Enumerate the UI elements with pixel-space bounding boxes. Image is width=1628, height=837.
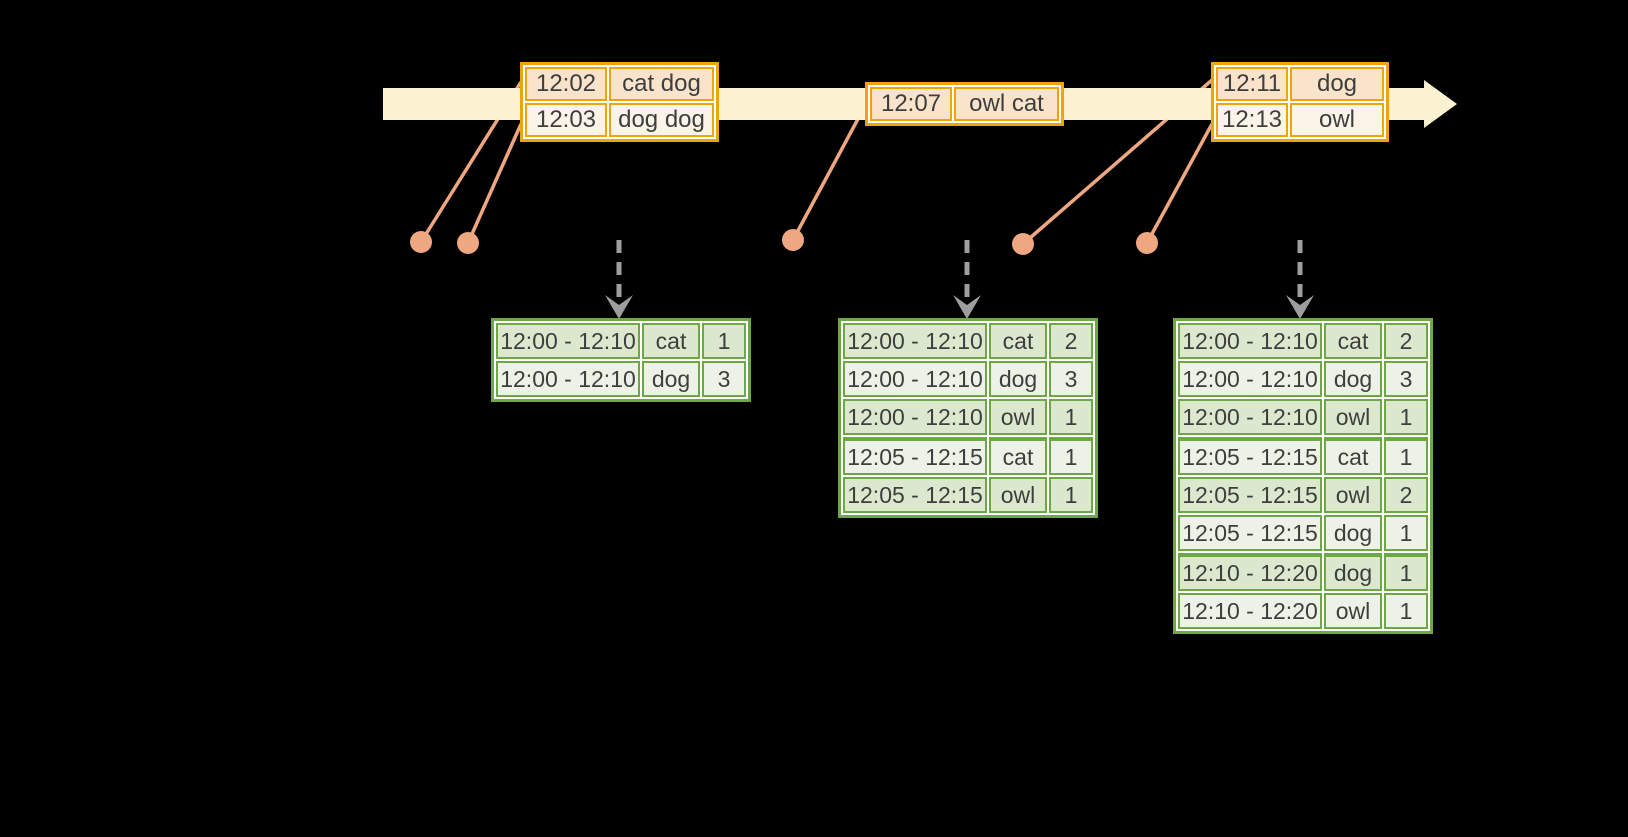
word-cell: cat [989,323,1047,359]
timeline-arrowhead-icon [1424,80,1457,128]
count-cell: 1 [1384,437,1428,475]
count-cell: 2 [1384,323,1428,359]
word-cell: cat [989,437,1047,475]
event-connector-line [791,103,868,241]
event-words-cell: cat dog [609,67,714,101]
trigger-arrowhead-icon [1286,295,1314,319]
word-cell: cat [1324,323,1382,359]
window-cell: 12:00 - 12:10 [843,323,987,359]
word-cell: dog [1324,553,1382,591]
word-cell: owl [1324,477,1382,513]
window-cell: 12:00 - 12:10 [496,361,640,397]
word-cell: cat [642,323,700,359]
word-cell: dog [642,361,700,397]
word-cell: owl [989,477,1047,513]
window-cell: 12:10 - 12:20 [1178,553,1322,591]
count-cell: 3 [1049,361,1093,397]
count-cell: 1 [1049,477,1093,513]
event-time-cell: 12:03 [525,103,607,137]
window-cell: 12:10 - 12:20 [1178,593,1322,629]
result-table-3: 12:00 - 12:10 cat 2 12:00 - 12:10 dog 3 … [1173,318,1433,634]
window-cell: 12:05 - 12:15 [843,477,987,513]
count-cell: 3 [1384,361,1428,397]
count-cell: 1 [702,323,746,359]
event-dot-icon [1012,233,1034,255]
event-words-cell: dog dog [609,103,714,137]
window-cell: 12:05 - 12:15 [1178,515,1322,551]
count-cell: 1 [1049,399,1093,435]
word-cell: dog [1324,361,1382,397]
window-cell: 12:00 - 12:10 [843,399,987,435]
event-time-cell: 12:07 [870,87,952,121]
window-cell: 12:00 - 12:10 [1178,399,1322,435]
count-cell: 3 [702,361,746,397]
event-time-cell: 12:11 [1216,67,1288,101]
window-cell: 12:00 - 12:10 [1178,323,1322,359]
word-cell: owl [1324,593,1382,629]
window-cell: 12:05 - 12:15 [1178,437,1322,475]
event-words-cell: dog [1290,67,1384,101]
event-connector-line [1145,123,1214,244]
event-connector-line [466,123,523,244]
event-words-cell: owl [1290,103,1384,137]
count-cell: 1 [1384,593,1428,629]
count-cell: 1 [1384,553,1428,591]
event-dot-icon [782,229,804,251]
window-cell: 12:00 - 12:10 [496,323,640,359]
trigger-arrowhead-icon [605,295,633,319]
count-cell: 1 [1384,399,1428,435]
input-batch-table-1: 12:02 cat dog 12:03 dog dog [520,62,719,142]
window-cell: 12:00 - 12:10 [1178,361,1322,397]
event-words-cell: owl cat [954,87,1059,121]
word-cell: dog [1324,515,1382,551]
event-dot-icon [457,232,479,254]
window-cell: 12:05 - 12:15 [843,437,987,475]
count-cell: 2 [1384,477,1428,513]
event-dot-icon [1136,232,1158,254]
event-dot-icon [410,231,432,253]
input-batch-table-3: 12:11 dog 12:13 owl [1211,62,1389,142]
word-cell: dog [989,361,1047,397]
result-table-2: 12:00 - 12:10 cat 2 12:00 - 12:10 dog 3 … [838,318,1098,518]
window-cell: 12:05 - 12:15 [1178,477,1322,513]
trigger-arrowhead-icon [953,295,981,319]
count-cell: 1 [1049,437,1093,475]
word-cell: owl [1324,399,1382,435]
result-table-1: 12:00 - 12:10 cat 1 12:00 - 12:10 dog 3 [491,318,751,402]
count-cell: 2 [1049,323,1093,359]
event-time-cell: 12:13 [1216,103,1288,137]
window-cell: 12:00 - 12:10 [843,361,987,397]
word-cell: owl [989,399,1047,435]
event-time-cell: 12:02 [525,67,607,101]
count-cell: 1 [1384,515,1428,551]
input-batch-table-2: 12:07 owl cat [865,82,1064,126]
word-cell: cat [1324,437,1382,475]
